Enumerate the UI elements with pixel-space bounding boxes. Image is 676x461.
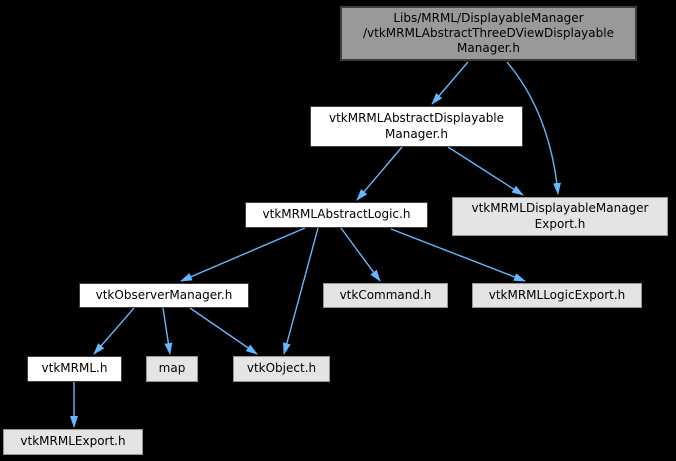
edge-abstract-logic-to-logic-export [390,228,526,282]
edge-main-to-abstract-displayable-manager [431,61,469,105]
node-vtkmrmlabstractdisplayablemanager-h[interactable]: vtkMRMLAbstractDisplayable Manager.h [310,106,523,147]
edge-main-to-displayable-manager-export [506,61,561,195]
node-vtkobject-h: vtkObject.h [233,356,330,382]
node-label: vtkObserverManager.h [95,287,233,302]
edge-abstract-logic-to-vtkcommand [340,227,381,282]
node-label: vtkObject.h [246,361,317,376]
node-label: vtkMRMLLogicExport.h [488,287,626,302]
node-label: vtkMRMLAbstractLogic.h [262,207,411,222]
node-vtkmrmlabstractlogic-h[interactable]: vtkMRMLAbstractLogic.h [245,202,428,228]
node-label: vtkMRMLAbstractDisplayable Manager.h [328,111,505,141]
node-label: map [158,361,186,376]
edge-observer-manager-to-vtkmrml [93,307,135,355]
edge-abstract-displayable-manager-to-displayable-manager-export [447,146,524,196]
node-label: vtkMRMLDisplayableManager Export.h [471,201,649,231]
node-vtkmrmldisplayablemanagerexport-h: vtkMRMLDisplayableManager Export.h [452,197,668,236]
node-vtkobservermanager-h[interactable]: vtkObserverManager.h [79,283,249,308]
node-label: Libs/MRML/DisplayableManager /vtkMRMLAbs… [363,10,614,56]
edge-abstract-logic-to-observer-manager [180,227,306,282]
node-main-header-file: Libs/MRML/DisplayableManager /vtkMRMLAbs… [340,6,637,61]
node-vtkmrmlexport-h: vtkMRMLExport.h [3,429,143,455]
edge-observer-manager-to-map [162,307,173,355]
node-vtkcommand-h: vtkCommand.h [323,283,448,308]
node-vtkmrmllogicexport-h: vtkMRMLLogicExport.h [472,283,642,308]
node-label: vtkMRMLExport.h [20,434,126,449]
edge-abstract-logic-to-vtkobject [283,227,319,355]
node-label: vtkCommand.h [339,287,432,302]
node-vtkmrml-h[interactable]: vtkMRML.h [27,356,122,382]
node-map: map [146,356,198,382]
edge-observer-manager-to-vtkobject [189,307,258,355]
edge-abstract-displayable-manager-to-abstract-logic [356,146,403,201]
node-label: vtkMRML.h [41,361,108,376]
